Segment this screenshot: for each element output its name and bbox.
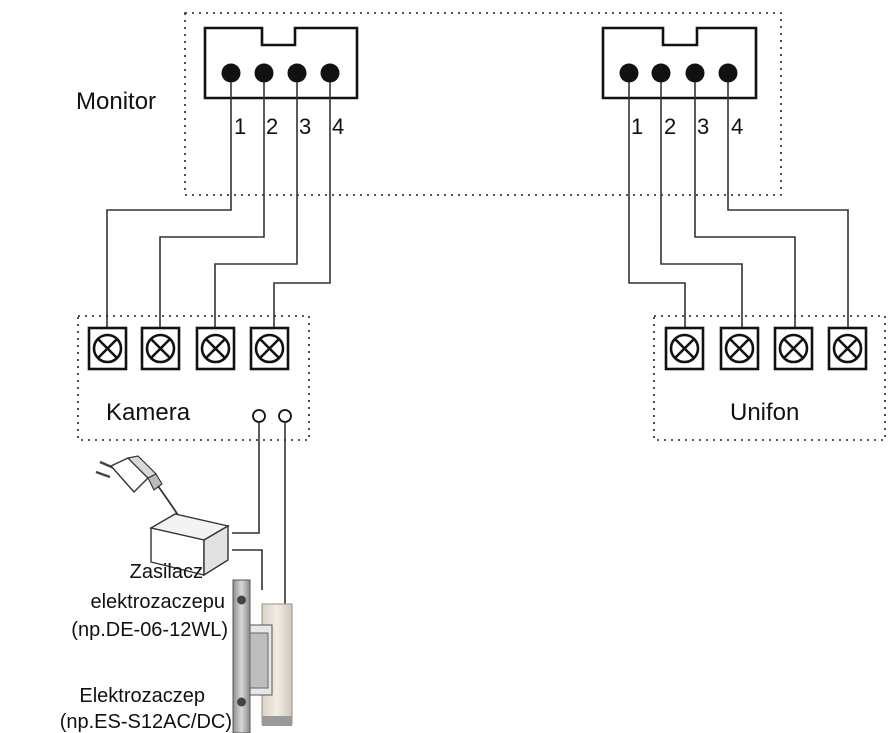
pin-label-3: 3 — [697, 114, 709, 139]
terminal-3 — [773, 326, 814, 371]
terminal-1 — [87, 326, 128, 371]
power-supply-label-line3: (np.DE-06-12WL) — [71, 619, 228, 641]
handset-wires — [628, 82, 849, 328]
wire-1 — [106, 82, 232, 328]
terminal-4 — [827, 326, 868, 371]
pin-label-1: 1 — [631, 114, 643, 139]
terminal-3 — [195, 326, 236, 371]
camera-terminals — [87, 326, 290, 371]
power-supply-label-line2: elektrozaczepu — [90, 591, 225, 613]
monitor-connector-left — [203, 26, 359, 100]
wall-plug-icon — [95, 455, 183, 523]
lock-terminal-1 — [252, 409, 266, 423]
wire-3 — [214, 82, 298, 328]
pin-dot-4 — [718, 63, 738, 83]
wire-4 — [727, 82, 849, 328]
pin-label-1: 1 — [234, 114, 246, 139]
pin-label-3: 3 — [299, 114, 311, 139]
handset-enclosure — [653, 315, 886, 441]
pin-dot-1 — [221, 63, 241, 83]
wire-2 — [159, 82, 265, 328]
door-strike-label-line1: Elektrozaczep — [79, 685, 205, 707]
pin-dot-3 — [287, 63, 307, 83]
handset-label: Unifon — [730, 399, 799, 426]
pin-dot-3 — [685, 63, 705, 83]
pin-dot-1 — [619, 63, 639, 83]
terminal-1 — [664, 326, 705, 371]
pin-dot-2 — [651, 63, 671, 83]
pin-dot-2 — [254, 63, 274, 83]
wire-4 — [273, 82, 331, 328]
wire-1 — [628, 82, 686, 328]
terminal-2 — [140, 326, 181, 371]
monitor-label: Monitor — [76, 88, 156, 115]
camera-wires — [106, 82, 331, 328]
pin-label-2: 2 — [664, 114, 676, 139]
pin-label-4: 4 — [332, 114, 344, 139]
terminal-4 — [249, 326, 290, 371]
power-supply-label-line1: Zasilacz — [130, 561, 203, 583]
door-strike-icon — [232, 579, 293, 733]
camera-enclosure — [77, 315, 310, 441]
psu-to-strike-wire — [232, 549, 263, 590]
wire-3 — [694, 82, 796, 328]
lock-wire-1 — [232, 422, 260, 534]
monitor-connector-right — [601, 26, 758, 100]
terminal-2 — [719, 326, 760, 371]
pin-label-2: 2 — [266, 114, 278, 139]
handset-terminals — [664, 326, 868, 371]
camera-label: Kamera — [106, 399, 191, 426]
pin-label-4: 4 — [731, 114, 743, 139]
power-supply-icon — [149, 513, 230, 577]
lock-terminal-2 — [278, 409, 292, 423]
wire-2 — [660, 82, 743, 328]
monitor-enclosure — [184, 12, 782, 196]
door-strike-label-line2: (np.ES-S12AC/DC) — [60, 711, 232, 733]
pin-dot-4 — [320, 63, 340, 83]
